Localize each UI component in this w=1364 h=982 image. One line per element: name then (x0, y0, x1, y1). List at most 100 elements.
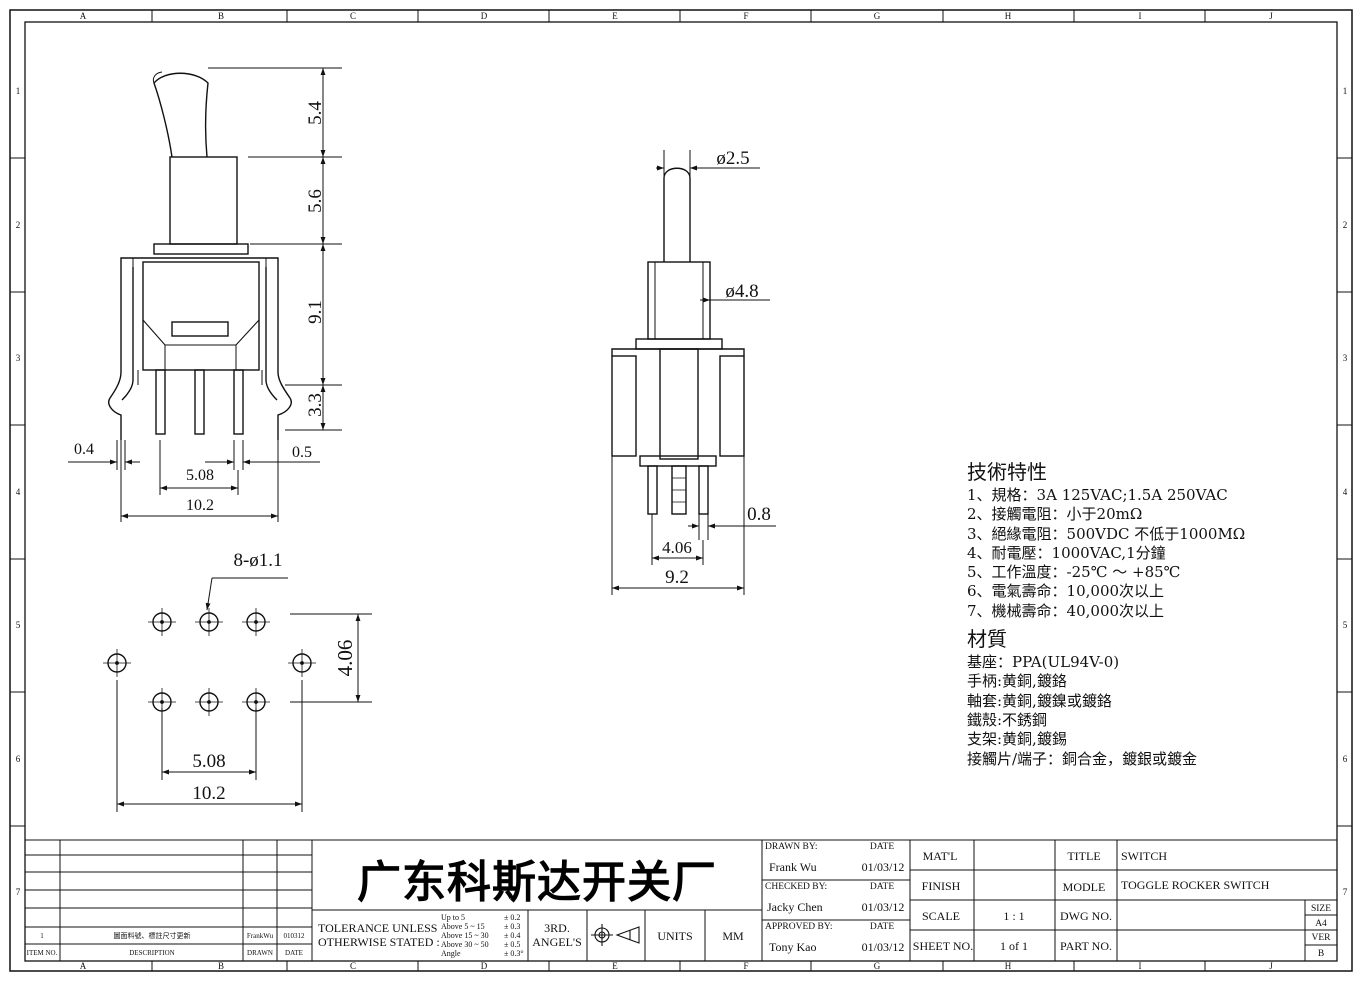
scale-value: 1 : 1 (1003, 909, 1024, 923)
dim-9.2: 9.2 (665, 567, 689, 588)
outer-border (9, 9, 1353, 972)
title-label: TITLE (1067, 849, 1100, 863)
dim-10.2: 10.2 (186, 497, 214, 514)
grid-col-label: B (218, 961, 224, 971)
dim-5.08: 5.08 (186, 467, 214, 484)
dim-0.4: 0.4 (74, 441, 94, 458)
spec-item: 7、機械壽命：40,000次以上 (967, 601, 1165, 620)
tol-val-4: ± 0.5 (504, 940, 520, 949)
spec-item: 5、工作溫度：-25℃ ～ +85℃ (967, 563, 1181, 582)
spec-item: 2、接觸電阻：小于20mΩ (967, 505, 1143, 524)
approved-date: 01/03/12 (862, 940, 905, 954)
rev-drawn: FrankWu (247, 932, 274, 940)
tol-val-1: ± 0.2 (504, 913, 520, 922)
grid-col-label: J (1269, 961, 1273, 971)
angles-line-1: 3RD. (544, 921, 570, 935)
side-view-dim-labels: 5.4 5.6 9.1 3.3 0.4 0.5 5.08 10.2 (74, 101, 326, 514)
front-view (611, 167, 745, 515)
specs-title: 技術特性 (967, 460, 1047, 484)
title-value: SWITCH (1121, 849, 1167, 863)
material-item: 軸套:黄銅,鍍鎳或鍍鉻 (967, 691, 1112, 710)
grid-col-label: F (743, 11, 748, 21)
grid-row-label: 2 (16, 220, 21, 230)
material-item: 接觸片/端子：銅合金，鍍銀或鍍金 (967, 749, 1198, 768)
side-view-dims (68, 67, 342, 522)
drawn-date: 01/03/12 (862, 860, 905, 874)
material-item: 鐵殼:不銹鋼 (967, 710, 1048, 729)
grid-row-label: 5 (1343, 620, 1348, 630)
rev-header-item: ITEM NO. (27, 949, 58, 957)
dim-5.08-bottom: 5.08 (192, 751, 225, 772)
finish-label: FINISH (922, 879, 961, 893)
dim-dia-4.8: ø4.8 (725, 281, 758, 302)
specifications-panel: 技術特性 1、規格：3A 125VAC;1.5A 250VAC 2、接觸電阻：小… (967, 458, 1327, 769)
grid-col-label: A (80, 961, 87, 971)
tolerance-label-1: TOLERANCE UNLESS (318, 921, 437, 935)
rev-header-drawn: DRAWN (247, 949, 273, 957)
rev-item-no: 1 (40, 932, 44, 940)
grid-col-label: B (218, 11, 224, 21)
approved-by-label: APPROVED BY: (765, 922, 833, 932)
rev-date: 010312 (284, 932, 306, 940)
tol-val-5: ± 0.3° (504, 949, 524, 958)
drawn-by-name: Frank Wu (769, 860, 817, 874)
grid-row-label: 3 (1343, 353, 1348, 363)
side-view (108, 71, 292, 440)
checked-by-label: CHECKED BY: (765, 882, 827, 892)
grid-row-label: 5 (16, 620, 21, 630)
tolerance-block: TOLERANCE UNLESS OTHERWISE STATED : Up t… (318, 913, 744, 958)
grid-row-label: 4 (1343, 487, 1348, 497)
grid-col-label: C (350, 961, 356, 971)
drawn-date-label: DATE (870, 842, 894, 852)
material-item: 基座：PPA(UL94V-0) (967, 653, 1120, 672)
grid-col-label: I (1139, 11, 1142, 21)
matl-label: MAT'L (923, 849, 958, 863)
grid-col-label: D (481, 961, 488, 971)
material-item: 支架:黄銅,鍍錫 (967, 730, 1067, 749)
grid-row-label: 6 (16, 754, 21, 764)
spec-item: 6、電氣壽命：10,000次以上 (967, 582, 1165, 601)
sheet-no-value: 1 of 1 (1000, 939, 1028, 953)
front-view-dim-labels: ø2.5 ø4.8 0.8 4.06 9.2 (662, 148, 771, 588)
tol-range-5: Angle (441, 949, 461, 958)
dim-3.3: 3.3 (305, 393, 326, 417)
dim-5.4: 5.4 (305, 101, 326, 125)
signatures: DRAWN BY: DATE Frank Wu 01/03/12 CHECKED… (765, 842, 904, 954)
sheet-no-label: SHEET NO. (913, 939, 973, 953)
approved-by-name: Tony Kao (769, 940, 816, 954)
grid-marks (10, 10, 1352, 971)
dim-10.2-bottom: 10.2 (192, 783, 225, 804)
ver-label: VER (1312, 933, 1332, 943)
grid-col-label: I (1139, 961, 1142, 971)
grid-col-label: A (80, 11, 87, 21)
materials-title: 材質 (967, 627, 1007, 652)
dim-9.1: 9.1 (305, 300, 326, 324)
grid-col-label: G (874, 961, 881, 971)
modle-value: TOGGLE ROCKER SWITCH (1121, 878, 1270, 892)
dim-holes: 8-ø1.1 (233, 550, 282, 571)
checked-date-label: DATE (870, 882, 894, 892)
tol-range-3: Above 15 ~ 30 (441, 931, 489, 940)
inner-border (24, 21, 1338, 962)
dim-5.6: 5.6 (305, 189, 326, 213)
grid-col-label: C (350, 11, 356, 21)
spec-item: 4、耐電壓：1000VAC,1分鐘 (967, 543, 1166, 562)
tol-range-4: Above 30 ~ 50 (441, 940, 489, 949)
properties-block: MAT'L FINISH SCALE 1 : 1 SHEET NO. 1 of … (913, 849, 1331, 959)
size-value: A4 (1315, 919, 1327, 929)
dwg-no-label: DWG NO. (1060, 909, 1112, 923)
ver-value: B (1318, 949, 1324, 959)
bottom-view (103, 608, 316, 716)
grid-row-label: 7 (16, 887, 21, 897)
units-label: UNITS (657, 929, 692, 943)
tol-range-1: Up to 5 (441, 913, 465, 922)
size-label: SIZE (1311, 904, 1331, 914)
checked-date: 01/03/12 (862, 900, 905, 914)
grid-row-label: 1 (1343, 86, 1348, 96)
tol-val-3: ± 0.4 (504, 931, 520, 940)
approved-date-label: DATE (870, 922, 894, 932)
tol-range-2: Above 5 ~ 15 (441, 922, 485, 931)
grid-col-label: D (481, 11, 488, 21)
grid-row-label: 4 (16, 487, 21, 497)
